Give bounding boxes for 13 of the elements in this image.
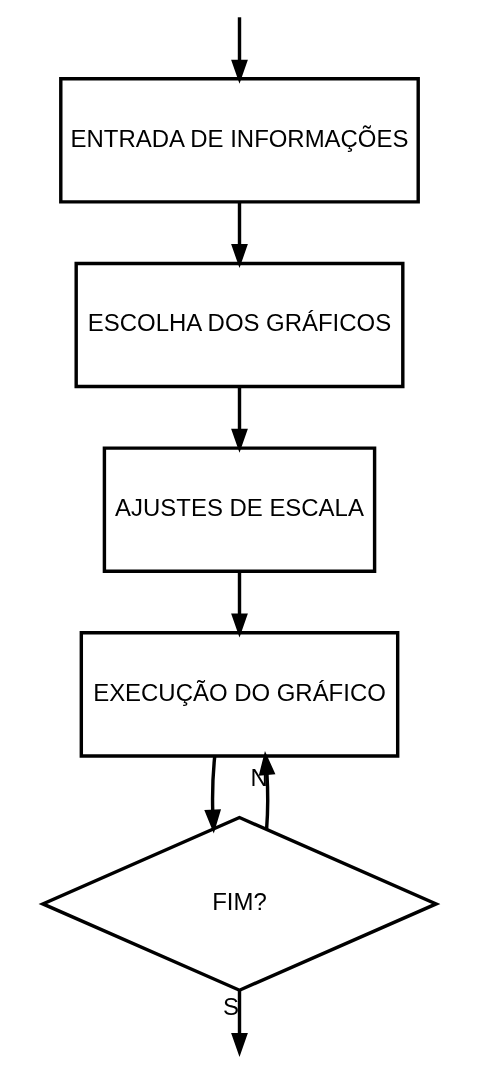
arrow — [230, 386, 248, 453]
node-box: ESCOLHA DOS GRÁFICOS — [74, 261, 404, 389]
arrow — [258, 751, 275, 830]
edge-label: S — [222, 992, 239, 1020]
arrow — [230, 571, 248, 638]
node-box: AJUSTES DE ESCALA — [102, 446, 376, 573]
arrow — [230, 201, 248, 269]
arrow — [230, 17, 248, 84]
node-diamond: FIM? — [38, 815, 440, 993]
node-box: EXECUÇÃO DO GRÁFICO — [79, 631, 399, 758]
arrow — [203, 756, 221, 834]
arrow — [230, 990, 248, 1057]
node-box: ENTRADA DE INFORMAÇÕES — [58, 77, 420, 204]
